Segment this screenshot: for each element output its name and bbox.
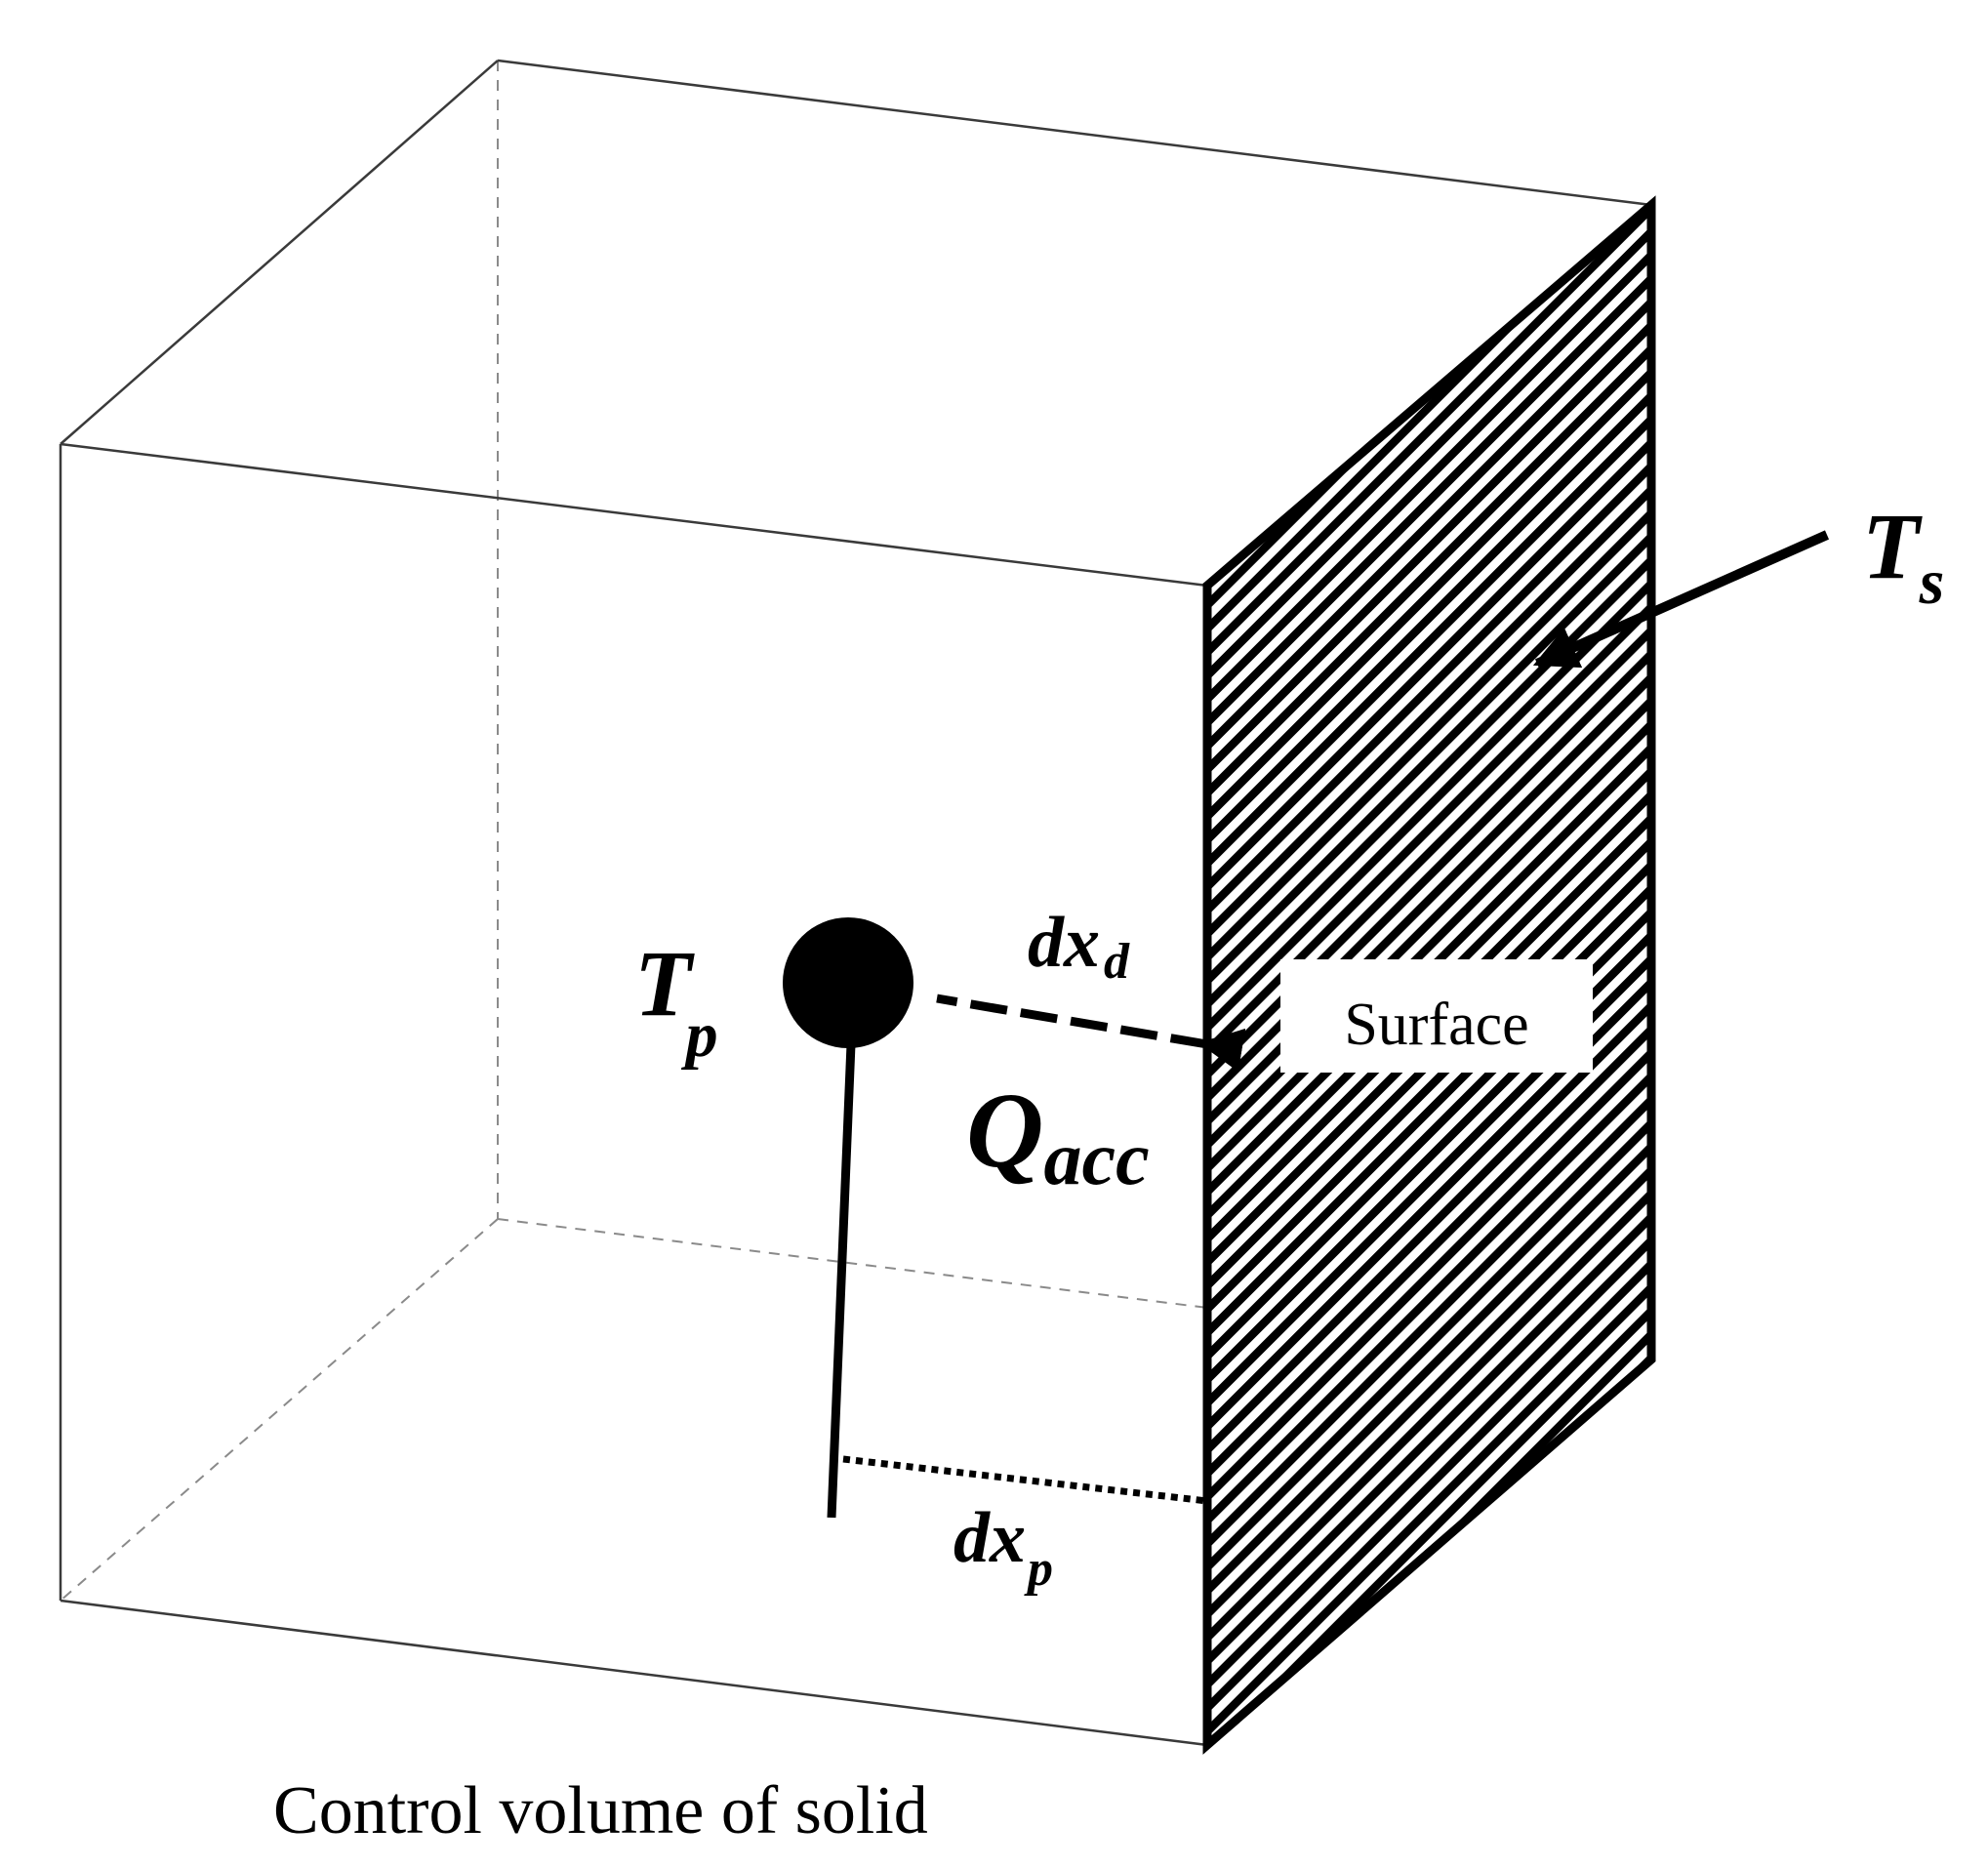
particle-temperature-label: Tp: [634, 931, 718, 1071]
cube-edge-top-front: [60, 442, 1208, 588]
particle-stem: [827, 1043, 856, 1519]
heat-accumulation-label: Qacc: [966, 1071, 1150, 1200]
surface-label-background: [1280, 959, 1593, 1073]
distance-d-subscript: d: [1104, 934, 1130, 990]
surface-temperature-symbol: T: [1862, 494, 1923, 598]
distance-p-symbol: dx: [953, 1498, 1026, 1578]
distance-d-symbol: dx: [1028, 903, 1100, 983]
heat-accumulation-symbol: Q: [966, 1071, 1043, 1190]
particle-temperature-subscript: p: [681, 999, 718, 1071]
heat-accumulation-subscript: acc: [1043, 1116, 1149, 1200]
surface-temperature-subscript: s: [1919, 547, 1945, 618]
cube-edge-top-left: [60, 60, 499, 445]
surface-temperature-label: Ts: [1862, 494, 1944, 618]
surface-label-box: Surface: [1280, 959, 1593, 1073]
hidden-edge-back-depth: [60, 1218, 499, 1602]
cube-visible-edges: [59, 59, 1652, 1747]
distance-d-label: dxd: [1028, 903, 1130, 990]
distance-p-subscript: p: [1024, 1541, 1053, 1597]
diagram-caption: Control volume of solid: [273, 1773, 928, 1848]
heat-flux-arrow: [936, 994, 1246, 1073]
surface-temperature-arrow: [1532, 530, 1830, 669]
hidden-edge-back-bottom: [497, 1218, 1208, 1309]
particle-node: [783, 917, 913, 1048]
cube-edge-bottom-front: [60, 1599, 1208, 1747]
distance-dotted-line: [842, 1455, 1208, 1505]
cube-hidden-edges: [60, 61, 1208, 1602]
cube-edge-top-back: [497, 59, 1652, 207]
particle-temperature-symbol: T: [634, 931, 695, 1035]
distance-p-label: dxp: [953, 1498, 1053, 1597]
surface-label: Surface: [1344, 992, 1528, 1058]
